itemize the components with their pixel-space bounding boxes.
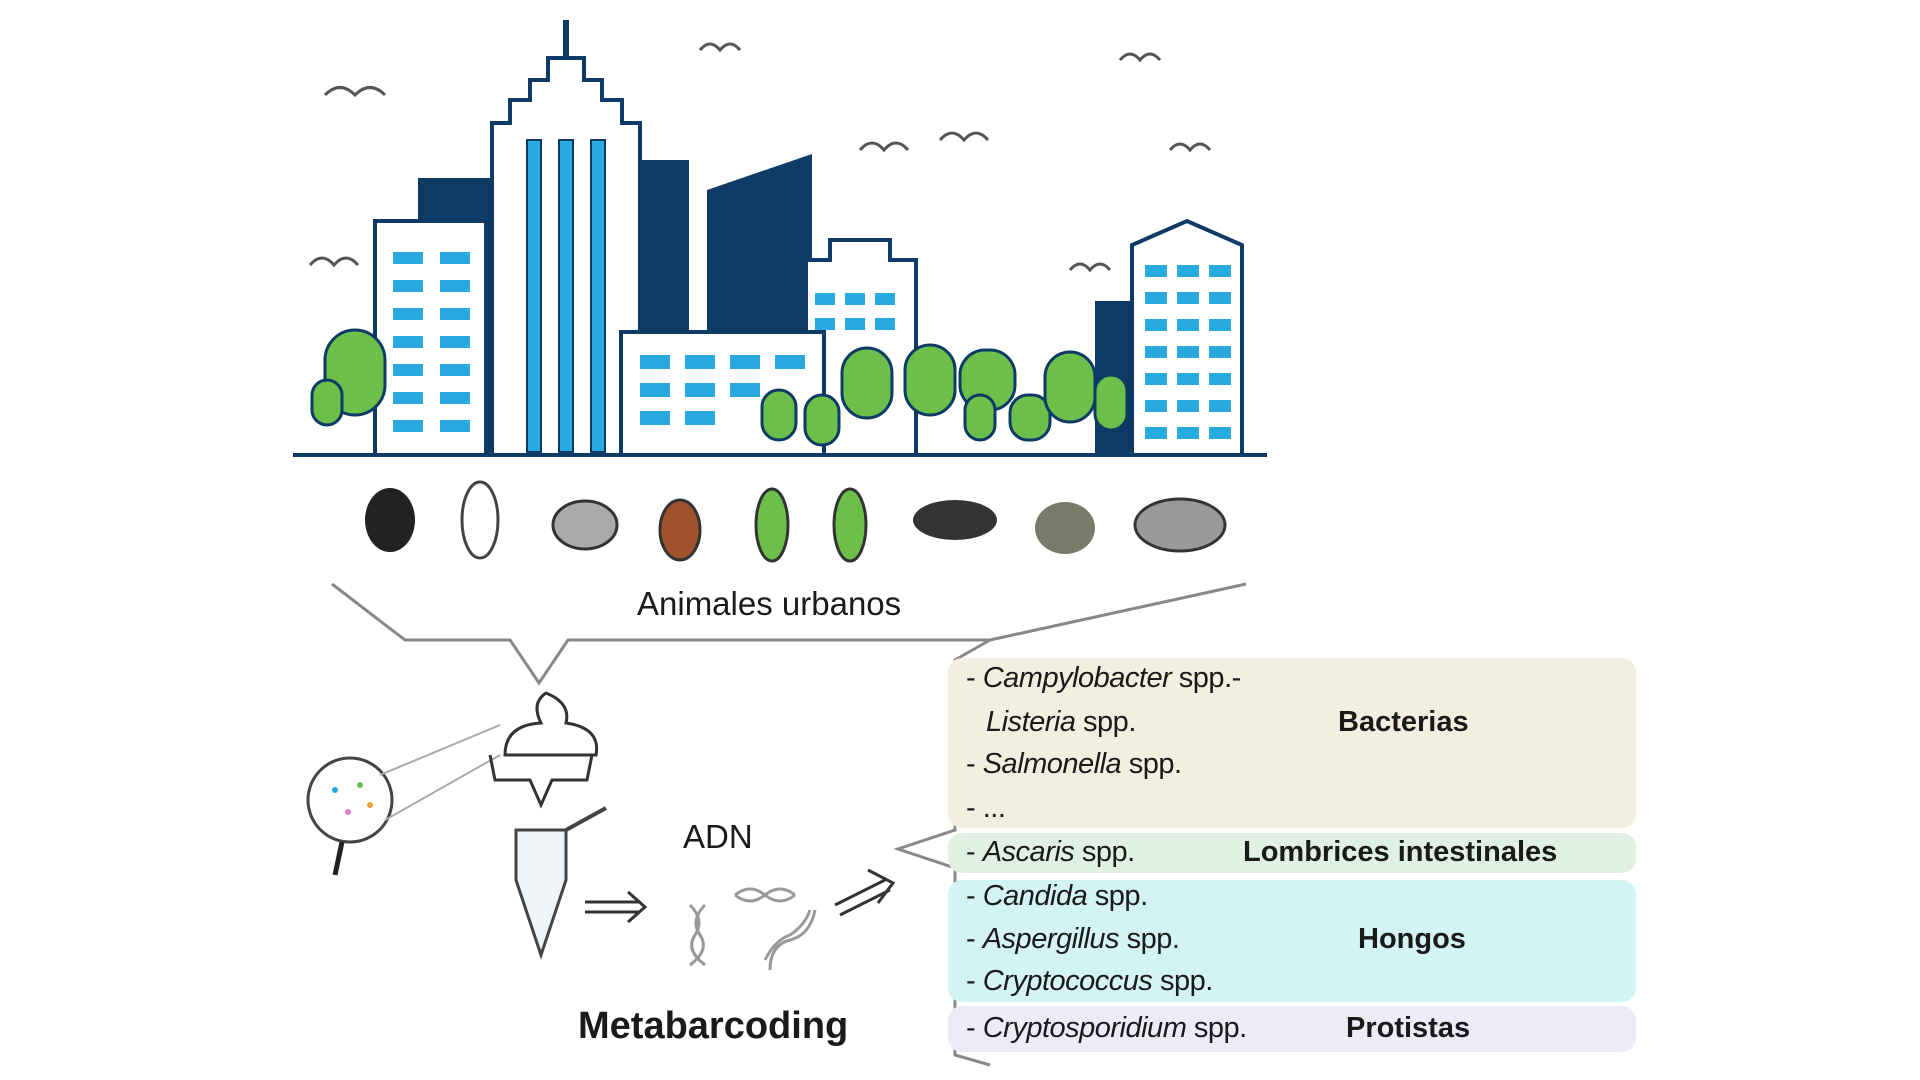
metabarcoding-label: Metabarcoding <box>578 1005 849 1047</box>
category-label: Hongos <box>1358 923 1466 955</box>
dna-icon <box>688 887 817 971</box>
gull-icon <box>460 480 500 560</box>
taxon-item: - Campylobacter spp.- <box>966 662 1241 694</box>
category-label: Lombrices intestinales <box>1243 836 1558 868</box>
taxon-item: - Cryptosporidium spp. <box>966 1012 1247 1044</box>
group-lombrices: - Ascaris spp. Lombrices intestinales <box>948 833 1636 873</box>
urban-animals-label: Animales urbanos <box>637 585 902 622</box>
category-label: Protistas <box>1346 1012 1471 1044</box>
trees <box>310 328 1129 447</box>
taxon-item: Listeria spp. <box>986 706 1136 738</box>
feces-sample-icon <box>488 691 599 809</box>
taxon-item: - Salmonella spp. <box>966 748 1182 780</box>
urban-animals-row <box>365 480 1227 563</box>
magnifier-icon <box>306 724 501 876</box>
stork-icon <box>365 488 415 552</box>
arrow-icon <box>585 868 896 924</box>
taxon-item: - Ascaris spp. <box>966 836 1135 868</box>
flying-birds <box>308 42 1212 273</box>
taxon-item: - Cryptococcus spp. <box>966 965 1213 997</box>
dna-label: ADN <box>683 818 753 855</box>
windows-left <box>393 252 470 432</box>
taxon-item: - ... <box>966 792 1006 824</box>
taxon-item: - Candida spp. <box>966 880 1148 912</box>
group-bacterias: - Campylobacter spp.- Listeria spp. - Sa… <box>948 658 1636 828</box>
taxon-item: - Aspergillus spp. <box>966 923 1180 955</box>
cityscape <box>293 20 1267 457</box>
parakeet-icon <box>754 487 790 563</box>
pigeon-icon <box>551 499 619 551</box>
rabbit-icon <box>1035 502 1095 554</box>
sparrow-icon <box>658 498 702 562</box>
raccoon-icon <box>1133 497 1227 553</box>
group-protistas: - Cryptosporidium spp. Protistas <box>948 1006 1636 1052</box>
parakeet-icon <box>832 487 868 563</box>
group-hongos: - Candida spp. - Aspergillus spp. - Cryp… <box>948 880 1636 1002</box>
bat-icon <box>913 500 997 540</box>
tube-icon <box>514 806 607 960</box>
category-label: Bacterias <box>1338 706 1469 738</box>
